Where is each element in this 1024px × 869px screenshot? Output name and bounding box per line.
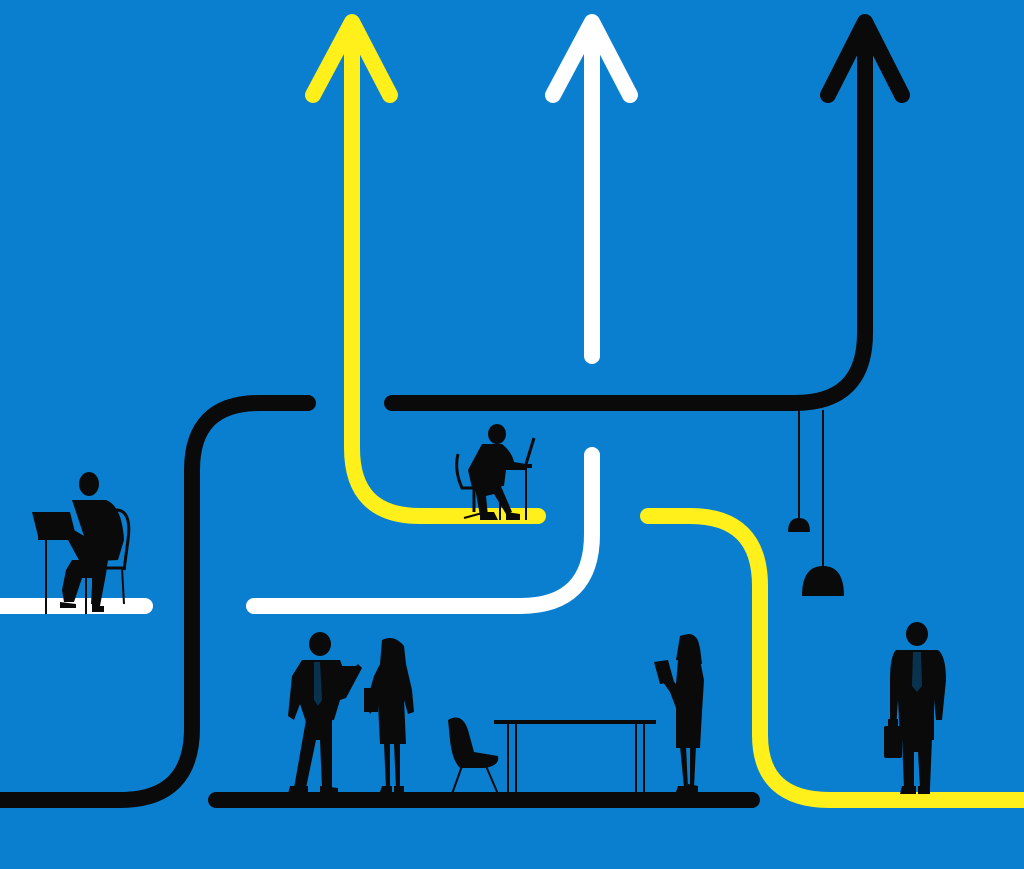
black-arrow-head — [820, 14, 910, 103]
man-at-desk-center-icon — [455, 424, 536, 520]
woman-with-tablet-icon — [654, 634, 704, 792]
woman-with-folder-icon — [364, 638, 414, 792]
white-arrow-head — [545, 14, 638, 103]
yellow-arrow-head — [305, 14, 398, 103]
man-reading-tablet-icon — [288, 632, 362, 794]
white-path-middle — [246, 447, 600, 614]
black-path-left — [0, 395, 316, 808]
yellow-arrow-path — [344, 32, 546, 524]
office-table-icon — [494, 720, 656, 794]
man-at-laptop-desk-icon — [32, 472, 131, 614]
office-chair-icon — [448, 717, 499, 795]
businessman-with-briefcase-icon — [884, 622, 946, 794]
yellow-path-right — [640, 508, 1024, 808]
black-arrow-path — [384, 32, 873, 411]
pendant-lamp-icon — [788, 410, 844, 596]
